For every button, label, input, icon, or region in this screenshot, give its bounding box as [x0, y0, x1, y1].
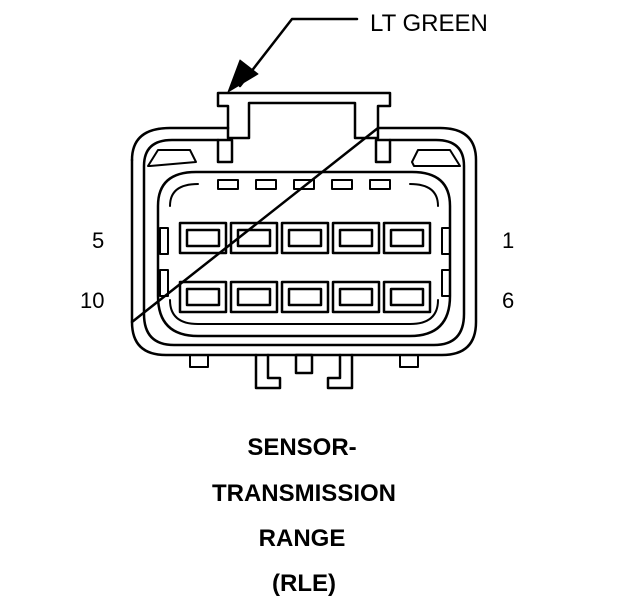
- pin-label-10: 10: [80, 288, 105, 313]
- terminal-cavity: [331, 221, 381, 255]
- side-dash-right: [441, 269, 451, 297]
- top-dash: [255, 179, 277, 190]
- key-center: [294, 353, 314, 375]
- terminal-cavity: [280, 280, 330, 314]
- foot-right: [399, 354, 419, 368]
- terminal-cavity-inner: [338, 228, 374, 248]
- lock-tab-slot-right: [374, 138, 392, 164]
- terminal-cavity: [331, 280, 381, 314]
- key-right: [326, 353, 354, 390]
- terminal-cavity: [229, 280, 279, 314]
- leader-line: [238, 17, 359, 88]
- wire-color-label: LT GREEN: [370, 10, 488, 37]
- pin-label-1: 1: [502, 228, 515, 253]
- title-line-4: (RLE): [272, 570, 336, 597]
- terminal-cavity: [178, 280, 228, 314]
- terminal-row-top: [178, 221, 432, 255]
- cavity-ring-inner: [169, 183, 439, 325]
- corner-rib-right: [411, 149, 461, 167]
- terminal-cavity: [280, 221, 330, 255]
- terminal-cavity-inner: [185, 228, 221, 248]
- terminal-cavity-inner: [287, 228, 323, 248]
- terminal-cavity-inner: [338, 287, 374, 307]
- pin-label-5: 5: [92, 228, 105, 253]
- side-dash-left: [159, 269, 169, 297]
- terminal-cavity: [229, 221, 279, 255]
- title-line-3: RANGE: [258, 525, 346, 552]
- terminal-cavity: [178, 221, 228, 255]
- terminal-cavity-inner: [236, 228, 272, 248]
- terminal-cavity-inner: [185, 287, 221, 307]
- terminal-cavity: [382, 280, 432, 314]
- terminal-cavity-inner: [236, 287, 272, 307]
- foot-left: [189, 354, 209, 368]
- top-dash: [293, 179, 315, 190]
- terminal-cavity: [382, 221, 432, 255]
- title-line-1: SENSOR-: [247, 434, 357, 461]
- pin-label-6: 6: [502, 288, 515, 313]
- leader-arrowhead: [227, 59, 259, 93]
- terminal-cavity-inner: [389, 228, 425, 248]
- lock-tab: [216, 91, 392, 140]
- side-dash-left: [159, 227, 169, 255]
- side-dash-right: [441, 227, 451, 255]
- top-dash: [369, 179, 391, 190]
- terminal-row-bottom: [178, 280, 432, 314]
- key-left: [254, 353, 282, 390]
- top-dash: [331, 179, 353, 190]
- lock-tab-slot-left: [216, 138, 234, 164]
- top-dash: [217, 179, 239, 190]
- housing-inner: [142, 138, 466, 347]
- terminal-cavity-inner: [287, 287, 323, 307]
- corner-rib-left: [147, 149, 197, 167]
- title-line-2: TRANSMISSION: [211, 480, 396, 507]
- housing-outer: [130, 126, 478, 357]
- terminal-cavity-inner: [389, 287, 425, 307]
